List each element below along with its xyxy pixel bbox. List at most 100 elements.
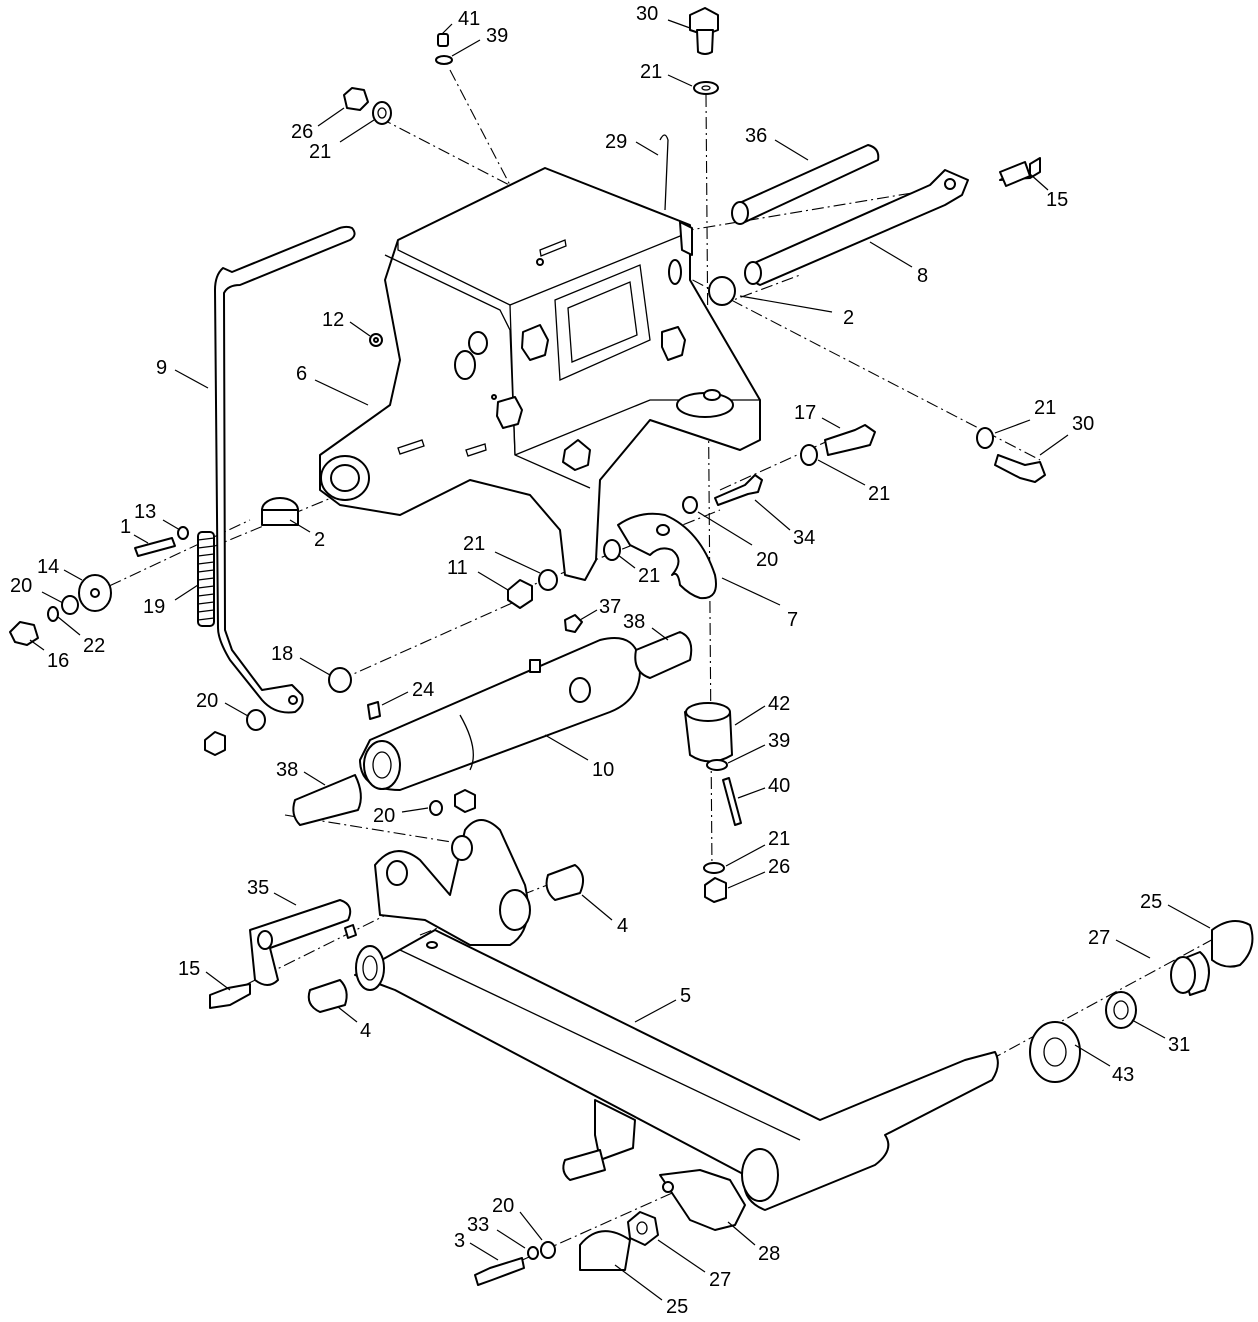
- svg-text:39: 39: [768, 730, 790, 752]
- callout-30: 30: [636, 3, 691, 29]
- svg-text:27: 27: [709, 1269, 731, 1291]
- svg-text:25: 25: [1140, 891, 1162, 913]
- callout-21: 21: [817, 459, 890, 505]
- callout-6: 6: [296, 363, 369, 406]
- cushion-stack-42: [684, 702, 742, 903]
- callout-4: 4: [581, 894, 628, 937]
- spring-part-19: [197, 531, 215, 627]
- svg-text:15: 15: [178, 958, 200, 980]
- rod-part-9: [214, 225, 356, 714]
- callout-40: 40: [737, 775, 790, 799]
- svg-text:6: 6: [296, 363, 307, 385]
- callout-20: 20: [196, 690, 249, 717]
- callout-20: 20: [373, 805, 429, 827]
- callout-9: 9: [156, 357, 209, 389]
- svg-text:4: 4: [617, 915, 628, 937]
- callout-11: 11: [447, 557, 509, 591]
- callout-13: 13: [134, 501, 181, 531]
- axle-right-hardware: [1029, 920, 1254, 1083]
- callout-38: 38: [623, 611, 669, 641]
- callout-27: 27: [657, 1239, 731, 1291]
- svg-text:37: 37: [599, 596, 621, 618]
- callout-21: 21: [617, 554, 660, 587]
- callout-38: 38: [276, 759, 326, 786]
- svg-text:20: 20: [756, 549, 778, 571]
- callout-25: 25: [614, 1264, 688, 1318]
- pins-parts-36-8: [708, 144, 1046, 483]
- svg-text:26: 26: [291, 121, 313, 143]
- svg-text:10: 10: [592, 759, 614, 781]
- callout-35: 35: [247, 877, 297, 906]
- svg-text:13: 13: [134, 501, 156, 523]
- callout-12: 12: [322, 309, 371, 337]
- svg-text:2: 2: [843, 307, 854, 329]
- svg-text:21: 21: [463, 533, 485, 555]
- svg-text:26: 26: [768, 856, 790, 878]
- svg-text:21: 21: [309, 141, 331, 163]
- housing-part-10: [292, 614, 693, 826]
- callout-41: 41: [441, 8, 480, 35]
- svg-text:40: 40: [768, 775, 790, 797]
- callout-43: 43: [1074, 1044, 1134, 1086]
- callout-20: 20: [492, 1195, 543, 1241]
- latch-part-7: [617, 512, 717, 600]
- svg-text:30: 30: [1072, 413, 1094, 435]
- callout-14: 14: [37, 556, 83, 581]
- callout-3: 3: [454, 1230, 499, 1261]
- callout-21: 21: [309, 119, 375, 163]
- callout-34: 34: [754, 499, 815, 549]
- callout-labels: 41 39 30 21 26 21 29 36 15 8 2 12 9 6 21…: [10, 3, 1211, 1318]
- svg-text:15: 15: [1046, 189, 1068, 211]
- svg-text:16: 16: [47, 650, 69, 672]
- svg-text:28: 28: [758, 1243, 780, 1265]
- svg-text:25: 25: [666, 1296, 688, 1318]
- callout-16: 16: [29, 639, 69, 672]
- callout-10: 10: [544, 734, 614, 781]
- svg-text:36: 36: [745, 125, 767, 147]
- svg-text:39: 39: [486, 25, 508, 47]
- callout-27: 27: [1088, 927, 1151, 959]
- svg-text:20: 20: [196, 690, 218, 712]
- svg-text:30: 30: [636, 3, 658, 25]
- callout-29: 29: [605, 131, 659, 156]
- callout-24: 24: [381, 679, 434, 706]
- callout-2: 2: [739, 295, 854, 329]
- svg-text:4: 4: [360, 1020, 371, 1042]
- callout-26: 26: [291, 107, 345, 143]
- svg-text:2: 2: [314, 529, 325, 551]
- svg-text:42: 42: [768, 693, 790, 715]
- callout-37: 37: [579, 596, 621, 621]
- svg-text:5: 5: [680, 985, 691, 1007]
- svg-text:21: 21: [868, 483, 890, 505]
- callout-19: 19: [143, 584, 199, 618]
- callout-5: 5: [634, 985, 691, 1023]
- callout-8: 8: [869, 241, 928, 287]
- callout-15: 15: [178, 958, 231, 991]
- svg-text:33: 33: [467, 1214, 489, 1236]
- callout-30: 30: [1039, 413, 1094, 456]
- callout-21: 21: [725, 828, 790, 867]
- callout-2: 2: [289, 519, 325, 551]
- callout-21: 21: [463, 533, 541, 574]
- left-hardware: [9, 497, 299, 646]
- svg-text:41: 41: [458, 8, 480, 30]
- callout-39: 39: [451, 25, 508, 57]
- svg-text:19: 19: [143, 596, 165, 618]
- right-hardware: [682, 424, 876, 514]
- svg-text:17: 17: [794, 402, 816, 424]
- callout-31: 31: [1131, 1019, 1190, 1056]
- svg-text:9: 9: [156, 357, 167, 379]
- svg-text:35: 35: [247, 877, 269, 899]
- svg-text:3: 3: [454, 1230, 465, 1252]
- callout-20: 20: [697, 511, 778, 571]
- svg-text:22: 22: [83, 635, 105, 657]
- svg-text:8: 8: [917, 265, 928, 287]
- svg-text:20: 20: [10, 575, 32, 597]
- callout-7: 7: [721, 577, 798, 631]
- svg-text:43: 43: [1112, 1064, 1134, 1086]
- bottom-hardware: [474, 1169, 746, 1286]
- svg-text:20: 20: [373, 805, 395, 827]
- callout-20: 20: [10, 575, 64, 604]
- callout-4: 4: [337, 1006, 371, 1042]
